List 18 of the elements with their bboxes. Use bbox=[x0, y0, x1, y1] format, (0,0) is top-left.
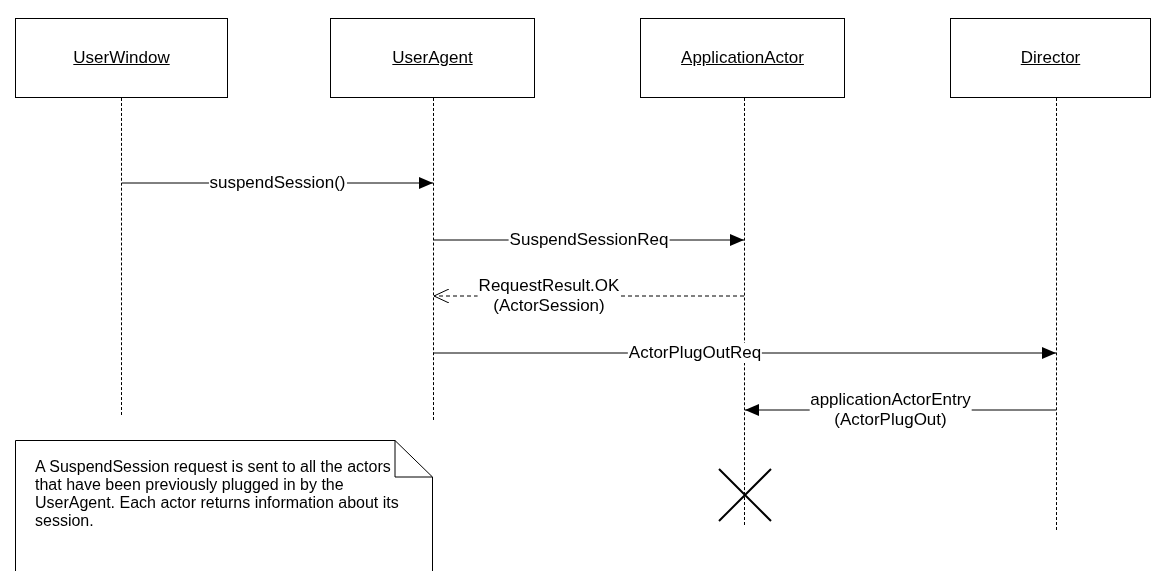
message-label: ActorPlugOutReq bbox=[627, 343, 763, 363]
note-shape bbox=[15, 440, 433, 571]
actor-name: UserWindow bbox=[73, 48, 170, 68]
message-label: RequestResult.OK (ActorSession) bbox=[477, 276, 621, 316]
message-label: applicationActorEntry (ActorPlugOut) bbox=[809, 390, 972, 430]
note-text: A SuspendSession request is sent to all the actors that have been previously plugged in by the UserAgent. Each actor returns information about its session. bbox=[35, 458, 400, 530]
lifeline bbox=[433, 98, 434, 420]
message-label: suspendSession() bbox=[208, 173, 347, 193]
actor-box bbox=[640, 18, 845, 98]
lifeline bbox=[1056, 98, 1057, 530]
actor-box bbox=[330, 18, 535, 98]
actor-box bbox=[15, 18, 228, 98]
actor-name: ApplicationActor bbox=[681, 48, 804, 68]
actor-box bbox=[950, 18, 1151, 98]
lifeline bbox=[121, 98, 122, 415]
actor-name: Director bbox=[1020, 48, 1081, 68]
message-label: SuspendSessionReq bbox=[508, 230, 670, 250]
actor-name: UserAgent bbox=[392, 48, 473, 68]
